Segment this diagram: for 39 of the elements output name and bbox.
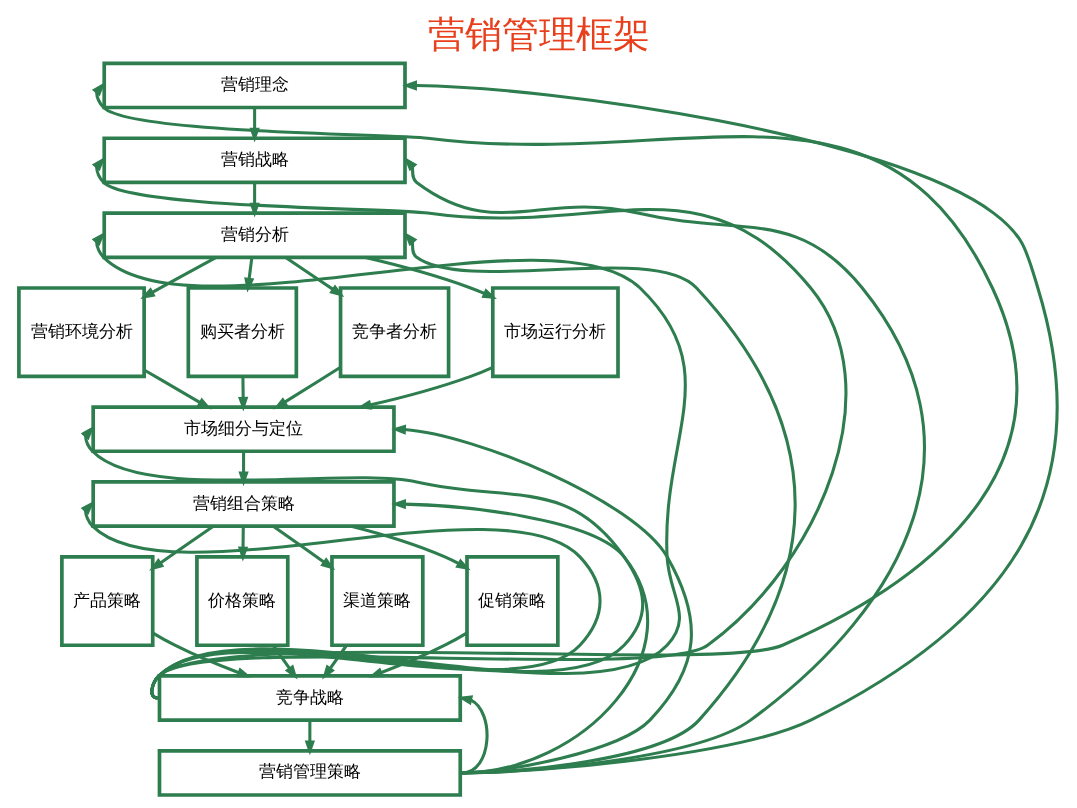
arrow — [391, 499, 649, 775]
node-box: 营销组合策略 — [91, 480, 396, 528]
arrow — [140, 256, 217, 299]
arrow — [80, 500, 602, 699]
arrow — [403, 231, 797, 775]
node-box: 营销理念 — [102, 61, 407, 110]
arrow — [238, 376, 249, 412]
arrow — [391, 424, 693, 775]
node-box: 营销环境分析 — [17, 286, 146, 379]
arrow — [152, 631, 252, 678]
arrow — [304, 720, 316, 756]
node-box: 竞争战略 — [157, 674, 463, 722]
arrow — [238, 451, 249, 487]
node-box: 购买者分析 — [186, 286, 299, 379]
diagram-title: 营销管理框架 — [427, 13, 650, 57]
node-box: 营销分析 — [102, 211, 407, 260]
node-box: 市场运行分析 — [490, 286, 620, 379]
arrow — [350, 524, 471, 571]
arrow — [403, 156, 926, 775]
node-box: 竞争者分析 — [338, 286, 451, 379]
arrow — [273, 365, 342, 410]
arrow — [272, 644, 298, 680]
arrow — [272, 525, 336, 571]
arrow — [402, 80, 1059, 775]
node-box: 营销战略 — [102, 136, 407, 185]
arrow — [244, 257, 255, 293]
arrow — [364, 255, 497, 300]
node-box: 市场细分与定位 — [91, 405, 396, 454]
node-box: 营销管理策略 — [157, 748, 463, 797]
node-box: 价格策略 — [195, 555, 290, 648]
arrow — [80, 425, 644, 699]
arrow — [284, 256, 345, 297]
node-box: 渠道策略 — [330, 555, 425, 648]
arrow — [149, 525, 215, 571]
arrow — [368, 631, 468, 678]
arrow — [143, 368, 212, 410]
node-box: 产品策略 — [60, 555, 155, 648]
arrow — [322, 644, 348, 680]
node-box: 促销策略 — [465, 555, 560, 648]
